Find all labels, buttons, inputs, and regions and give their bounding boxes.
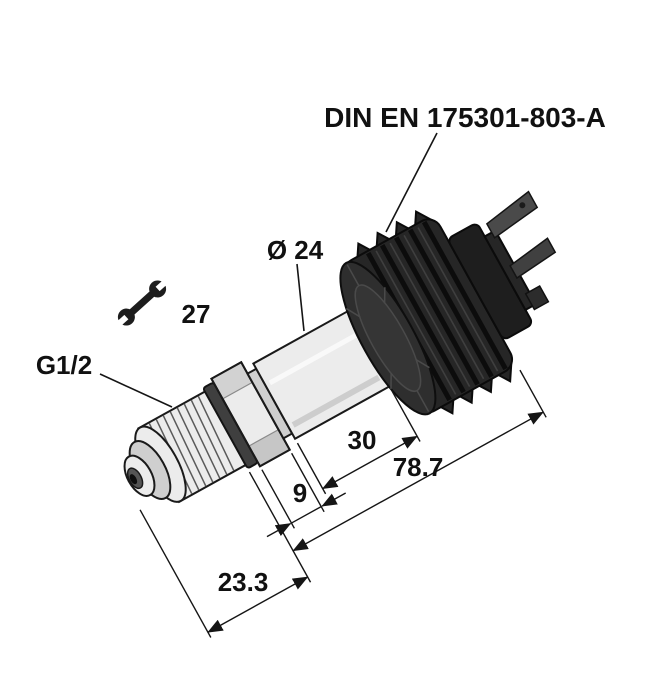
wrench-icon (115, 278, 169, 328)
label-connector-standard: DIN EN 175301-803-A (324, 102, 606, 133)
label-body-diameter: Ø 24 (267, 235, 324, 265)
dim-line-overall-length (292, 411, 544, 552)
knurl-ribs (365, 220, 508, 402)
pressure-transmitter (123, 190, 557, 638)
leader-process-connection (99, 373, 173, 408)
label-wrench-size: 27 (182, 299, 211, 329)
dim-text-thread-length: 23.3 (218, 567, 269, 597)
spade-terminal-1 (485, 190, 539, 239)
label-process-connection: G1/2 (36, 350, 92, 380)
connector-front-face (339, 260, 437, 416)
leader-connector-standard (385, 132, 438, 233)
dim-text-overall-length: 78.7 (393, 452, 444, 482)
spade-terminals (485, 190, 557, 311)
dimension-lines (139, 369, 547, 638)
dim-text-body-length: 30 (348, 425, 377, 455)
connector-housing (339, 190, 557, 416)
leader-body-diameter (296, 263, 305, 332)
ground-terminal-stub (524, 285, 550, 311)
dim-line-thread-length (207, 576, 309, 633)
spade-terminal-2 (509, 237, 557, 280)
dim-text-hex-length: 9 (293, 478, 307, 508)
leader-lines (99, 132, 438, 408)
pressure-port-hole (126, 467, 144, 490)
dim-line-hex-length (266, 522, 292, 538)
pressure-port-tip (123, 425, 187, 503)
